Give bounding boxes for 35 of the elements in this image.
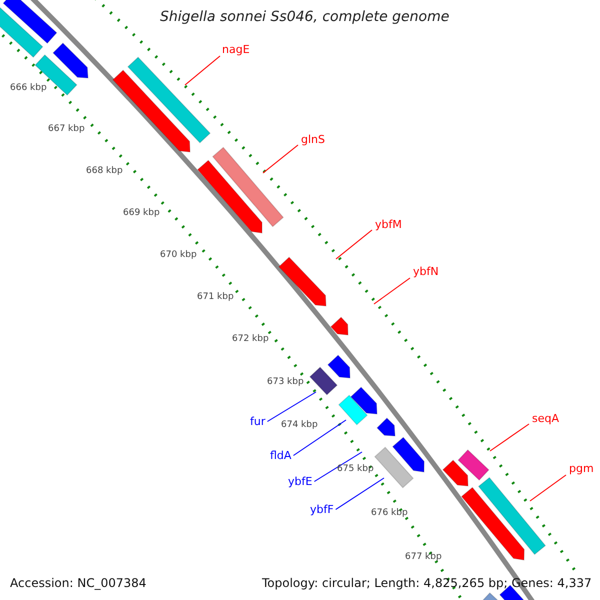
scale-label: 676 kbp: [371, 509, 408, 518]
gene-label: fldA: [270, 450, 292, 461]
leader-line: [262, 144, 298, 174]
scale-label: 666 kbp: [10, 84, 47, 93]
scale-label: 671 kbp: [197, 293, 234, 302]
leader-line: [490, 424, 530, 452]
footer-text: Topology: circular; Length: 4,825,265 bp; Genes: 4,337: [262, 577, 592, 589]
scale-label: 669 kbp: [123, 209, 160, 218]
scale-label: 667 kbp: [48, 125, 85, 134]
gene-label: pgm: [569, 463, 594, 474]
diagram-title: Shigella sonnei Ss046, complete genome: [160, 10, 450, 24]
scale-label: 675 kbp: [337, 465, 374, 474]
gene-label: ybfE: [288, 476, 312, 487]
leader-line: [335, 478, 384, 510]
gene-label: glnS: [301, 134, 325, 145]
footer-text: Accession: NC_007384: [10, 577, 146, 589]
scale-label: 673 kbp: [267, 378, 304, 387]
leader-line: [314, 452, 362, 482]
gene-label: ybfN: [413, 266, 439, 277]
scale-label: 677 kbp: [405, 553, 442, 562]
leader-line: [530, 474, 566, 502]
scale-label: 672 kbp: [232, 335, 269, 344]
gene-label: nagE: [222, 44, 250, 55]
scale-label: 668 kbp: [86, 167, 123, 176]
gene-label: fur: [250, 416, 266, 427]
scale-label: 674 kbp: [281, 421, 318, 430]
leader-line: [184, 56, 220, 86]
leader-line: [374, 278, 410, 304]
leader-line: [292, 420, 346, 456]
scale-label: 670 kbp: [160, 251, 197, 260]
leader-line: [266, 392, 316, 422]
gene-label: ybfF: [310, 504, 334, 515]
leader-line: [336, 230, 372, 260]
gene-label: seqA: [532, 413, 560, 424]
gene-label: ybfM: [375, 219, 402, 230]
